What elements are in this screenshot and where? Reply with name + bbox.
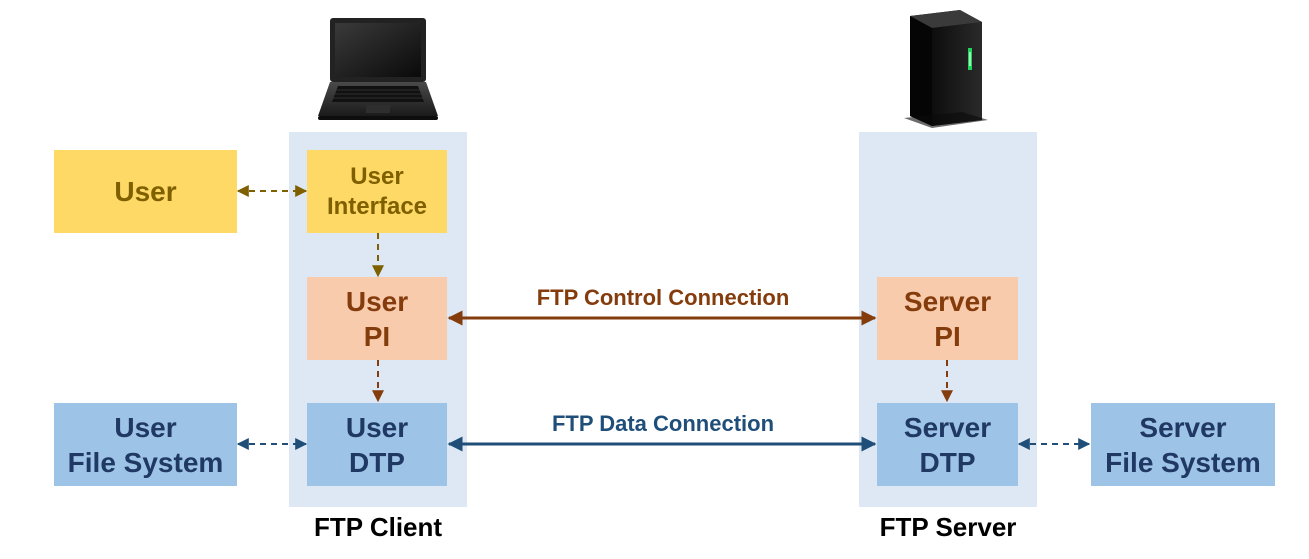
data-connection-label: FTP Data Connection — [551, 411, 775, 436]
ftp-client-caption: FTP Client — [313, 512, 443, 542]
control-connection-label: FTP Control Connection — [536, 285, 790, 310]
user-pi-box: User PI — [307, 277, 447, 360]
user-box: User — [54, 150, 237, 233]
user-dtp-box: User DTP — [307, 403, 447, 486]
server-file-system-label: Server File System — [1105, 411, 1261, 478]
user-file-system-box: User File System — [54, 403, 237, 486]
ftp-server-caption: FTP Server — [879, 512, 1017, 542]
user-pi-label: User PI — [345, 285, 409, 352]
laptop-icon — [318, 18, 438, 120]
server-dtp-box: Server DTP — [877, 403, 1018, 486]
server-tower-icon — [904, 10, 988, 128]
user-label: User — [114, 176, 177, 207]
user-interface-box: User Interface — [307, 150, 447, 233]
user-dtp-label: User DTP — [345, 411, 409, 478]
server-pi-box: Server PI — [877, 277, 1018, 360]
user-file-system-label: User File System — [67, 411, 224, 478]
server-dtp-label: Server DTP — [903, 411, 992, 478]
server-file-system-box: Server File System — [1091, 403, 1275, 486]
server-pi-label: Server PI — [903, 285, 992, 352]
user-interface-label: User Interface — [326, 162, 428, 220]
